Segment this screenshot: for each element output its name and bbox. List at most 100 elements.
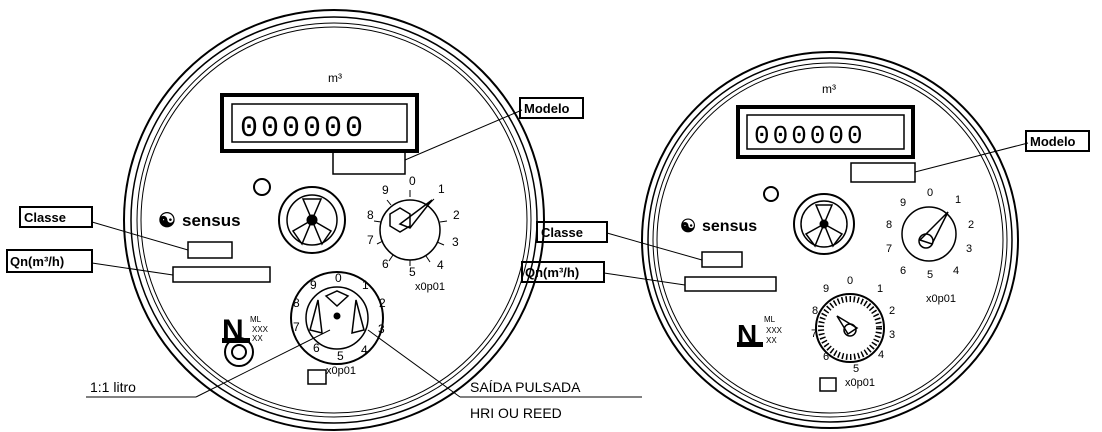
left-qn-label: Qn(m³/h): [10, 254, 64, 269]
left-display-inner: [231, 103, 408, 143]
right-meter: m³ 000000 Modelo ☯ sensus Classe Qn(m³/h…: [521, 51, 1090, 429]
left-classe-leader: [91, 221, 189, 251]
left-outer-ring: [123, 9, 545, 431]
right-big-dial-hub: [843, 323, 857, 337]
right-big-digit: 1: [877, 283, 883, 295]
left-small-digit: 9: [382, 183, 389, 197]
left-qn-tag: [6, 249, 93, 273]
right-display-digits: 000000: [754, 121, 866, 151]
right-big-dial-ticks: [818, 296, 882, 360]
right-ring-4: [656, 66, 1004, 414]
left-small-dial-code: x0p01: [415, 281, 445, 293]
left-small-digit: 8: [367, 208, 374, 222]
left-star-blade-1: [301, 198, 323, 222]
right-small-dial-code: x0p01: [926, 293, 956, 305]
right-star-wheel-outer: [793, 193, 855, 255]
right-mark-line-2: XXX: [766, 326, 783, 335]
left-unit: m³: [328, 71, 342, 85]
right-modelo-tag: [1025, 130, 1090, 152]
right-big-dial-needle: [836, 315, 859, 336]
right-big-dial-code: x0p01: [845, 377, 875, 389]
right-small-dial-digits: 0 1 2 3 4 5 6 7 8 9: [886, 187, 974, 281]
right-big-dial: [815, 293, 885, 363]
left-big-digit: 8: [293, 296, 300, 310]
left-big-dial-blade-2: [351, 299, 365, 334]
left-small-dial: [379, 199, 441, 261]
left-small-digit: 2: [453, 208, 460, 222]
right-mark-line-1: ML: [764, 315, 776, 324]
right-display-frame: [736, 105, 915, 159]
left-ring-3: [136, 22, 532, 418]
left-big-digit: 4: [361, 343, 368, 357]
left-litro-label: 1:1 litro: [90, 379, 136, 395]
left-small-dial-needle: [398, 199, 433, 229]
right-big-digit: 6: [823, 351, 829, 363]
right-small-digit: 2: [968, 219, 974, 231]
left-big-dial-blade-3: [324, 290, 350, 308]
left-big-dial-digits: 0 1 2 3 4 5 6 7 8 9: [293, 271, 386, 363]
right-display-inner: [746, 114, 905, 150]
left-big-digit: 7: [293, 320, 300, 334]
right-outer-ring: [641, 51, 1019, 429]
left-small-digit: 7: [367, 233, 374, 247]
right-big-dial-digits: 0 1 2 3 4 5 6 7 8 9: [811, 275, 895, 375]
left-meter: m³ 000000 Modelo ☯ sensus Classe Qn(m³/h…: [6, 9, 642, 431]
left-small-hole: [253, 178, 271, 196]
left-seal-outer: [224, 337, 254, 367]
left-big-dial-code: x0p01: [326, 365, 356, 377]
left-big-digit: 1: [362, 278, 369, 292]
left-big-digit: 6: [313, 341, 320, 355]
right-classe-box: [701, 251, 743, 268]
right-mark-line-3: XX: [766, 336, 777, 345]
left-modelo-tag: [519, 97, 584, 119]
left-brand-logo-mark: ☯: [158, 210, 176, 232]
left-star-blade-2: [291, 218, 314, 246]
left-seal-inner: [231, 344, 247, 360]
right-star-blade-2: [804, 222, 826, 248]
right-modelo-label: Modelo: [1030, 134, 1076, 149]
right-classe-tag: [536, 221, 608, 243]
left-ring-2: [130, 16, 538, 424]
left-modelo-label: Modelo: [524, 101, 570, 116]
right-small-digit: 5: [927, 269, 933, 281]
right-big-digit: 4: [878, 349, 884, 361]
right-big-digit: 9: [823, 283, 829, 295]
right-big-digit: 5: [853, 363, 859, 375]
right-ring-2: [647, 57, 1013, 423]
left-modelo-box: [332, 151, 406, 175]
left-big-dial-inner: [305, 286, 369, 350]
right-bottom-square: [819, 377, 837, 392]
left-big-digit: 0: [335, 271, 342, 285]
right-classe-label: Classe: [541, 225, 583, 240]
left-inmetro-base: [222, 338, 250, 343]
right-big-digit: 3: [889, 329, 895, 341]
left-ring-4: [140, 26, 528, 414]
left-qn-leader: [91, 262, 174, 276]
right-qn-leader: [603, 272, 686, 286]
left-brand-name: sensus: [182, 211, 241, 230]
left-star-blade-3: [310, 218, 333, 246]
left-pulsada-label: SAÍDA PULSADA: [470, 379, 581, 395]
right-qn-label: Qn(m³/h): [525, 265, 579, 280]
left-hri-label: HRI OU REED: [470, 405, 562, 421]
right-big-digit: 0: [847, 275, 853, 287]
left-mark-line-1: ML: [250, 315, 262, 324]
right-small-hole: [763, 186, 779, 202]
right-big-digit: 8: [812, 305, 818, 317]
left-small-dial-digits: 0 1 2 3 4 5 6 7 8 9: [367, 174, 460, 279]
left-big-dial-blade-1: [309, 299, 323, 334]
right-modelo-leader: [914, 142, 1029, 173]
left-big-digit: 5: [337, 349, 344, 363]
left-qn-box: [172, 266, 271, 283]
right-modelo-box: [850, 162, 916, 183]
left-small-digit: 5: [409, 265, 416, 279]
left-star-wheel-outer: [278, 186, 346, 254]
right-qn-tag: [521, 261, 605, 283]
left-display-digits: 000000: [240, 112, 366, 146]
right-small-digit: 4: [953, 265, 959, 277]
left-classe-label: Classe: [24, 210, 66, 225]
left-pulsada-leader: [367, 329, 461, 398]
right-classe-leader: [606, 232, 703, 261]
left-mark-line-3: XX: [252, 334, 263, 343]
left-classe-box: [187, 241, 233, 259]
